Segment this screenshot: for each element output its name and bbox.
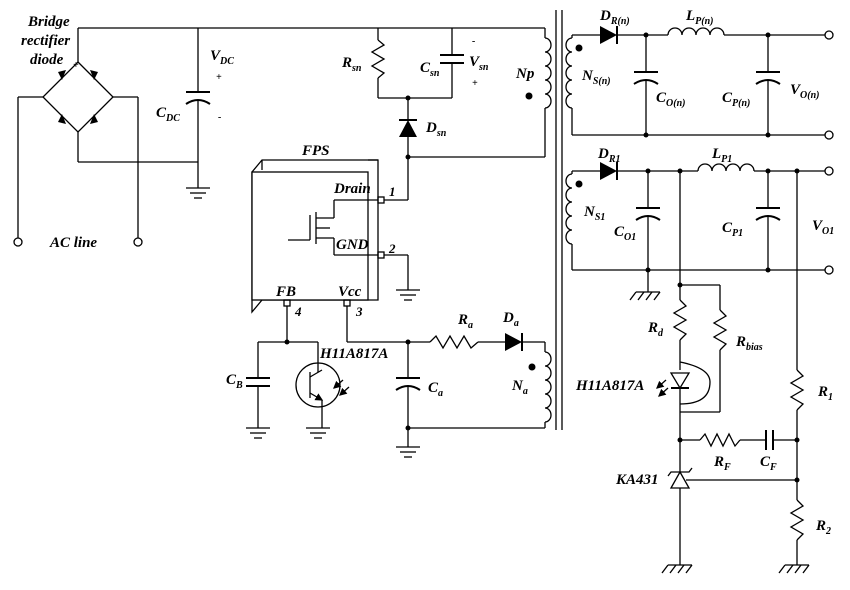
label-lpn: LP(n) bbox=[685, 8, 714, 27]
resistor-rf bbox=[699, 432, 741, 448]
label-ra: Ra bbox=[457, 312, 473, 331]
label-co1: CO1 bbox=[614, 224, 636, 243]
label-vdc: VDC bbox=[210, 48, 234, 67]
label-gnd: GND bbox=[336, 237, 369, 253]
resistor-rd bbox=[672, 299, 688, 341]
label-drn: DR(n) bbox=[599, 8, 630, 27]
diode-drn bbox=[600, 26, 617, 44]
label-vo1: VO1 bbox=[812, 218, 834, 237]
label-cf: CF bbox=[760, 454, 777, 473]
label-drain: Drain bbox=[333, 181, 371, 197]
pin-4: 4 bbox=[294, 304, 302, 319]
opto-led bbox=[656, 361, 711, 440]
bridge-plus: + bbox=[73, 60, 79, 71]
label-opto-tx: H11A817A bbox=[575, 378, 644, 394]
winding-nsn bbox=[565, 37, 573, 109]
label-bridge-2: rectifier bbox=[21, 33, 70, 49]
vdc-plus: + bbox=[216, 72, 222, 83]
label-ns1: NS1 bbox=[583, 204, 605, 223]
label-ka431: KA431 bbox=[615, 472, 659, 488]
ground-cdc bbox=[186, 187, 210, 199]
diode-da bbox=[505, 333, 522, 351]
label-cb: CB bbox=[226, 372, 243, 391]
label-lp1: LP1 bbox=[711, 146, 732, 165]
label-cp1: CP1 bbox=[722, 220, 743, 239]
label-bridge-3: diode bbox=[30, 52, 64, 68]
label-na: Na bbox=[511, 378, 528, 397]
label-rf: RF bbox=[713, 454, 731, 473]
label-vcc: Vcc bbox=[338, 284, 362, 300]
pin-1: 1 bbox=[389, 184, 396, 199]
label-cdc: CDC bbox=[156, 105, 180, 124]
label-r2: R2 bbox=[815, 518, 831, 537]
label-con: CO(n) bbox=[656, 90, 685, 109]
vsn-minus: - bbox=[472, 36, 475, 47]
label-da: Da bbox=[502, 310, 519, 329]
vsn-plus: + bbox=[472, 78, 478, 89]
diode-dsn bbox=[399, 120, 417, 137]
label-ca: Ca bbox=[428, 380, 443, 399]
pin-3: 3 bbox=[355, 304, 363, 319]
label-csn: Csn bbox=[420, 60, 440, 79]
label-von: VO(n) bbox=[790, 82, 819, 101]
label-vsn: Vsn bbox=[469, 54, 489, 73]
winding-np bbox=[544, 37, 552, 109]
label-np: Np bbox=[515, 66, 535, 82]
label-ac-line: AC line bbox=[49, 235, 97, 251]
label-opto-rx: H11A817A bbox=[319, 346, 388, 362]
resistor-rsn bbox=[370, 39, 386, 79]
label-rd: Rd bbox=[647, 320, 664, 339]
label-r1: R1 bbox=[817, 384, 833, 403]
label-dsn: Dsn bbox=[425, 120, 447, 139]
label-cpn: CP(n) bbox=[722, 90, 750, 109]
label-fps: FPS bbox=[301, 143, 330, 159]
label-dr1: DR1 bbox=[597, 146, 621, 165]
resistor-r2 bbox=[789, 499, 805, 541]
diode-dr1 bbox=[600, 162, 617, 180]
inductor-lp1 bbox=[697, 163, 755, 172]
label-rbias: Rbias bbox=[735, 334, 763, 353]
vdc-minus: - bbox=[218, 112, 221, 123]
winding-ns1 bbox=[565, 173, 573, 245]
pin-2: 2 bbox=[388, 241, 396, 256]
resistor-ra bbox=[429, 334, 479, 350]
label-bridge-1: Bridge bbox=[27, 14, 70, 30]
resistor-rbias bbox=[712, 309, 728, 351]
label-nsn: NS(n) bbox=[581, 68, 611, 87]
winding-na bbox=[544, 351, 552, 423]
resistor-r1 bbox=[789, 369, 805, 411]
inductor-lpn bbox=[667, 27, 725, 36]
opto-transistor bbox=[295, 342, 350, 439]
fps-ic bbox=[251, 159, 379, 314]
label-fb: FB bbox=[275, 284, 296, 300]
shunt-regulator-ka431 bbox=[667, 440, 797, 565]
label-rsn: Rsn bbox=[341, 55, 362, 74]
capacitor-cdc bbox=[185, 28, 211, 188]
bridge-rectifier bbox=[13, 28, 143, 247]
